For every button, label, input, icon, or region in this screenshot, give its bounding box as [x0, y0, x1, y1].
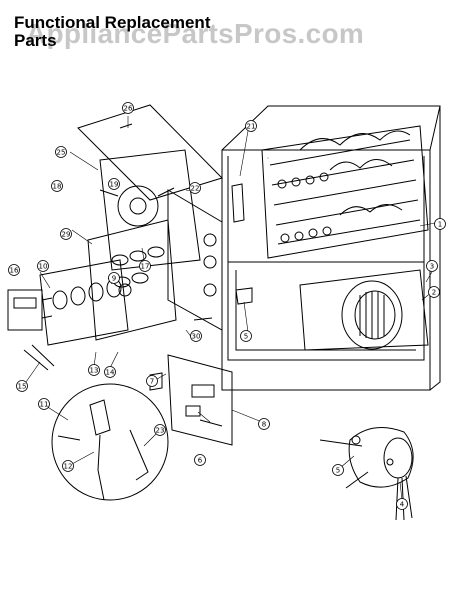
hardware-parts	[23, 183, 394, 466]
callout-6: 6	[194, 454, 206, 466]
callout-label: 14	[106, 369, 115, 377]
callout-13: 13	[88, 364, 100, 376]
control-board	[167, 354, 233, 446]
callout-29: 29	[60, 228, 72, 240]
callout-2: 2	[428, 286, 440, 298]
callout-8: 8	[258, 418, 270, 430]
callout-15: 15	[16, 380, 28, 392]
callout-11: 11	[38, 398, 50, 410]
callout-1: 1	[434, 218, 446, 230]
leader-lines	[25, 116, 441, 501]
burner-cover	[87, 219, 177, 341]
callout-9: 9	[108, 272, 120, 284]
callout-label: 10	[39, 263, 48, 271]
burner-manifold	[39, 259, 129, 346]
callout-label: 21	[247, 123, 256, 131]
callout-30: 30	[190, 330, 202, 342]
callout-14: 14	[104, 366, 116, 378]
diagram-title: Functional Replacement Parts	[14, 14, 210, 50]
blower-housing	[299, 269, 429, 351]
callout-20: 26	[122, 102, 134, 114]
inducer-assembly	[99, 149, 201, 271]
callout-label: 8	[262, 421, 266, 429]
callout-label: 5	[244, 333, 248, 341]
callout-label: 13	[90, 367, 99, 375]
callout-label: 5	[336, 467, 340, 475]
callout-21: 21	[245, 120, 257, 132]
callout-label: 16	[10, 267, 19, 275]
blower-motor	[319, 427, 414, 521]
callout-label: 30	[192, 333, 201, 341]
callout-10: 10	[37, 260, 49, 272]
igniter-inset	[51, 383, 169, 501]
callout-label: 23	[156, 427, 165, 435]
callout-26: 23	[154, 424, 166, 436]
callout-12: 12	[62, 460, 74, 472]
callout-label: 17	[141, 263, 150, 271]
title-line-2: Parts	[14, 31, 57, 50]
callout-4: 4	[396, 498, 408, 510]
callout-18: 18	[51, 180, 63, 192]
title-line-1: Functional Replacement	[14, 13, 211, 32]
watermark-text: AppliancePartsPros.com	[26, 18, 365, 49]
callout-label: 26	[124, 105, 133, 113]
callout-7: 7	[146, 375, 158, 387]
callout-label: 11	[40, 401, 49, 409]
callout-5-upper: 5	[240, 330, 252, 342]
callout-label: 2	[432, 289, 436, 297]
callout-label: 7	[150, 378, 154, 386]
heat-exchanger	[261, 125, 429, 259]
callout-label: 18	[53, 183, 62, 191]
callout-label: 25	[57, 149, 66, 157]
callout-label: 12	[64, 463, 73, 471]
callout-16: 16	[8, 264, 20, 276]
callout-17: 17	[139, 260, 151, 272]
callout-label: 15	[18, 383, 27, 391]
callout-label: 6	[198, 457, 203, 465]
furnace-cabinet	[221, 105, 441, 391]
callout-label: 29	[62, 231, 71, 239]
callout-label: 1	[438, 221, 442, 229]
collector-box	[167, 189, 223, 331]
callout-25: 25	[55, 146, 67, 158]
callout-label: 22	[191, 185, 200, 193]
callout-label: 4	[400, 501, 405, 509]
gas-valve	[7, 289, 53, 331]
callout-label: 9	[112, 275, 116, 283]
callout-5-lower: 5	[332, 464, 344, 476]
callout-3: 3	[426, 260, 438, 272]
callout-22: 22	[189, 182, 201, 194]
callout-19: 19	[108, 178, 120, 190]
callout-label: 19	[110, 181, 119, 189]
callout-label: 3	[430, 263, 434, 271]
